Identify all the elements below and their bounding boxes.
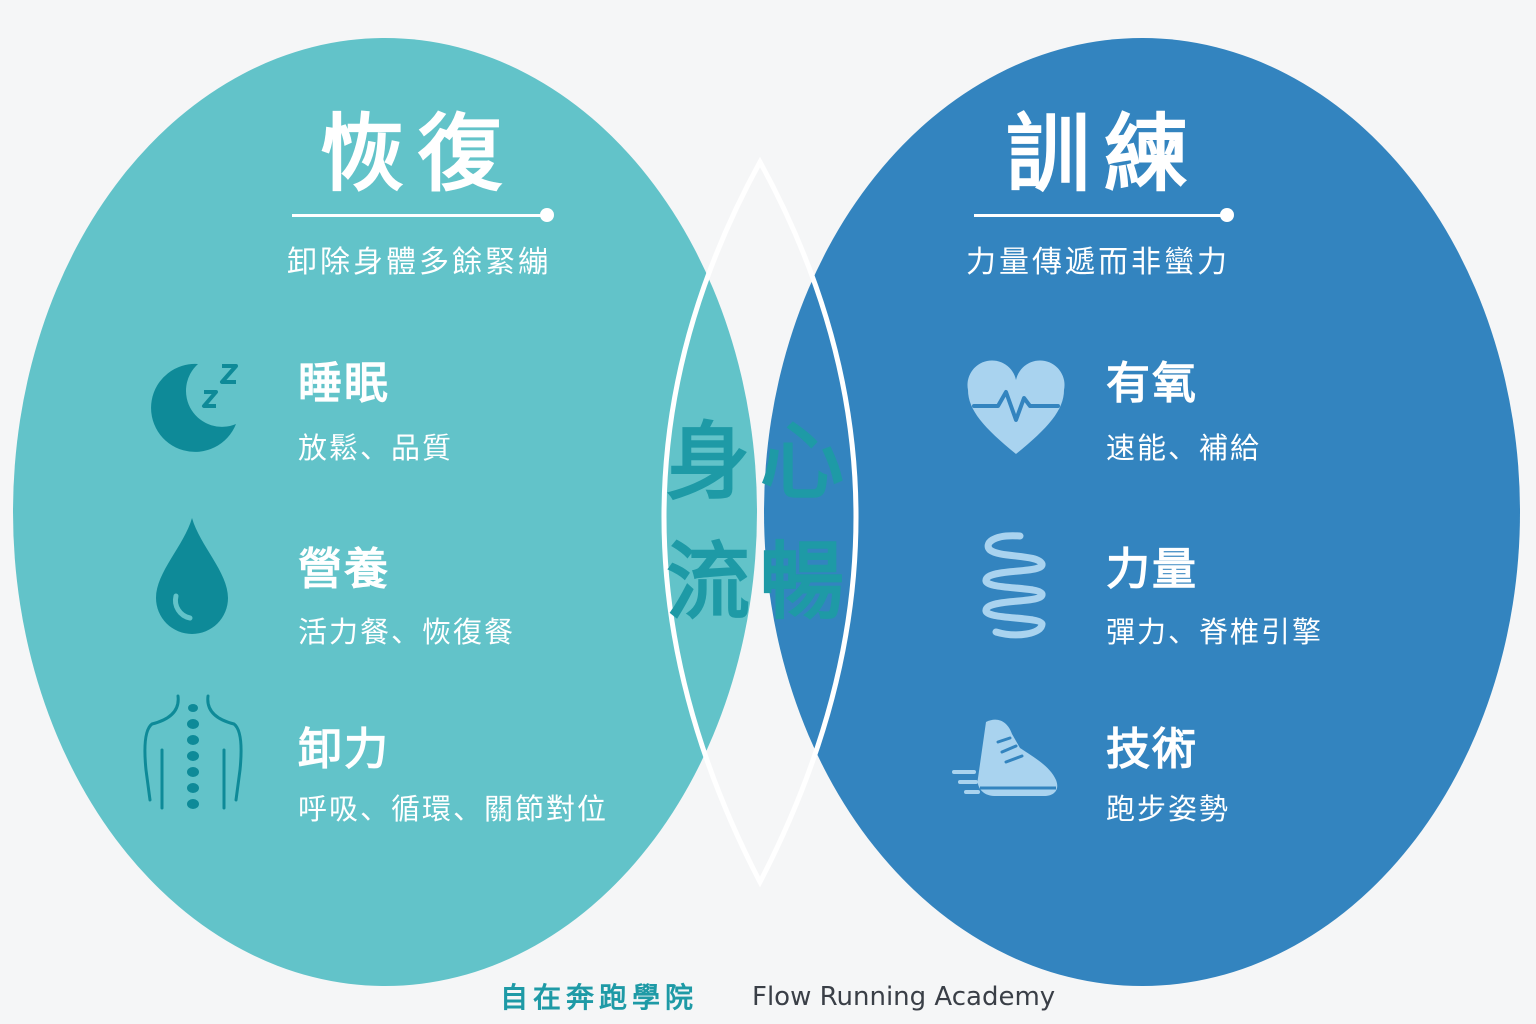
- recovery-item-nutrition-title: 營養: [298, 544, 390, 595]
- center-label-line2: 流暢: [665, 533, 854, 631]
- training-item-technique-title: 技術: [1106, 724, 1198, 775]
- training-divider-dot: [1220, 208, 1234, 222]
- training-divider: [974, 214, 1224, 217]
- training-item-aerobic-title: 有氧: [1106, 358, 1198, 409]
- recovery-item-sleep-title: 睡眠: [298, 358, 390, 409]
- recovery-item-sleep-desc: 放鬆、品質: [298, 431, 454, 465]
- recovery-title: 恢復: [320, 105, 517, 203]
- training-title: 訓練: [1006, 105, 1203, 203]
- running-shoe-icon: [952, 719, 1058, 796]
- recovery-divider-dot: [540, 208, 554, 222]
- overlap-outline: [661, 156, 859, 888]
- training-circle: [764, 38, 1520, 986]
- sleep-moon-icon: [151, 363, 238, 452]
- recovery-subtitle: 卸除身體多餘緊繃: [287, 245, 551, 280]
- footer-brand-zh: 自在奔跑學院: [500, 981, 699, 1014]
- training-subtitle: 力量傳遞而非蠻力: [966, 245, 1230, 280]
- recovery-item-release-desc: 呼吸、循環、關節對位: [298, 792, 609, 826]
- recovery-item-nutrition-desc: 活力餐、恢復餐: [298, 615, 516, 649]
- water-drop-icon: [156, 518, 228, 634]
- spine-body-icon: [143, 694, 243, 810]
- center-label-line1: 身心: [665, 413, 854, 511]
- heart-pulse-icon: [967, 360, 1065, 454]
- training-item-strength-title: 力量: [1106, 544, 1198, 595]
- training-item-strength-desc: 彈力、脊椎引擎: [1106, 615, 1324, 649]
- training-item-aerobic-desc: 速能、補給: [1106, 431, 1262, 465]
- recovery-divider: [292, 214, 544, 217]
- recovery-item-release-title: 卸力: [298, 724, 390, 775]
- training-item-technique-desc: 跑步姿勢: [1106, 792, 1231, 826]
- spring-coil-icon: [982, 532, 1046, 639]
- footer-brand-en: Flow Running Academy: [752, 982, 1056, 1012]
- recovery-circle: [13, 38, 757, 986]
